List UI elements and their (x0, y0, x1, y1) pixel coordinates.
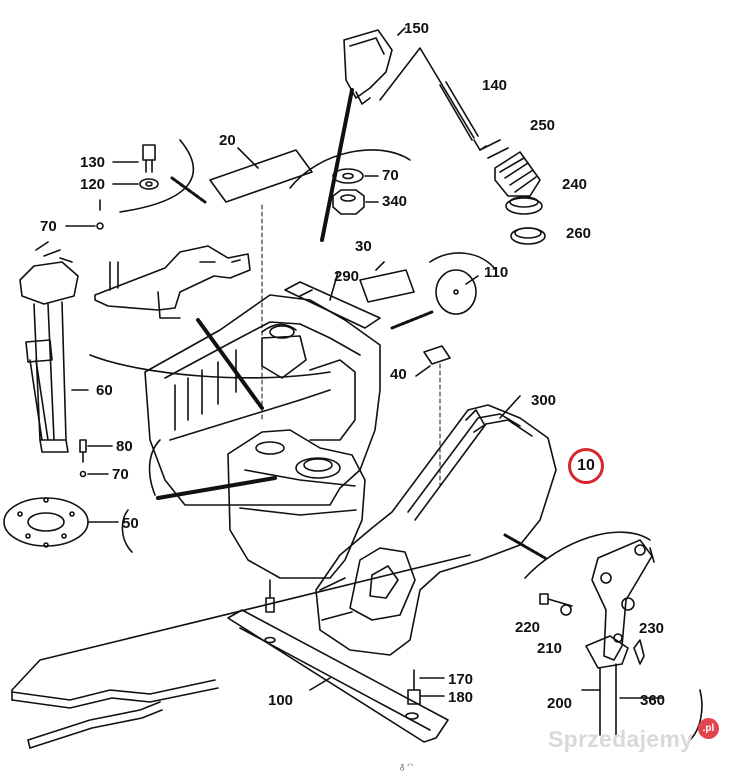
callout-170: 170 (448, 671, 474, 688)
callout-70-screw: 70 (40, 218, 57, 235)
callout-30: 30 (355, 238, 372, 255)
arc-bracket-group (89, 354, 331, 379)
arc-disc (429, 252, 497, 271)
callout-360: 360 (640, 692, 666, 709)
arc-bolt-group (119, 139, 195, 213)
callout-100: 100 (268, 692, 294, 709)
callout-50: 50 (122, 515, 139, 532)
callout-140: 140 (482, 77, 508, 94)
callout-200: 200 (547, 695, 573, 712)
callout-70-lower: 70 (112, 466, 129, 483)
arc-gasket (121, 509, 133, 553)
callout-150: 150 (404, 20, 430, 37)
callout-130: 130 (80, 154, 106, 171)
callout-10-text: 10 (577, 457, 595, 474)
callout-40: 40 (390, 366, 407, 383)
callout-240: 240 (562, 176, 588, 193)
callout-250: 250 (530, 117, 556, 134)
callout-220: 220 (515, 619, 541, 636)
watermark-badge: .pl (698, 718, 719, 739)
arc-sender-left (148, 439, 161, 496)
callout-260: 260 (566, 225, 592, 242)
callout-120: 120 (80, 176, 106, 193)
callout-70-nut: 70 (382, 167, 399, 184)
callout-300: 300 (531, 392, 557, 409)
footer-mark: ᵹ ᐟᐠ (400, 762, 414, 771)
callout-340: 340 (382, 193, 408, 210)
callout-20: 20 (219, 132, 236, 149)
callout-230: 230 (639, 620, 665, 637)
watermark-text: Sprzedajemy (548, 726, 694, 752)
callout-80: 80 (116, 438, 133, 455)
callout-60: 60 (96, 382, 113, 399)
callout-180: 180 (448, 689, 474, 706)
callout-10-highlighted: 10 (568, 448, 604, 484)
callout-110: 110 (484, 264, 509, 281)
arc-hinge-right (689, 689, 703, 741)
callout-210: 210 (537, 640, 563, 657)
arc-hinge-group (524, 531, 651, 579)
callout-290: 290 (334, 268, 360, 285)
